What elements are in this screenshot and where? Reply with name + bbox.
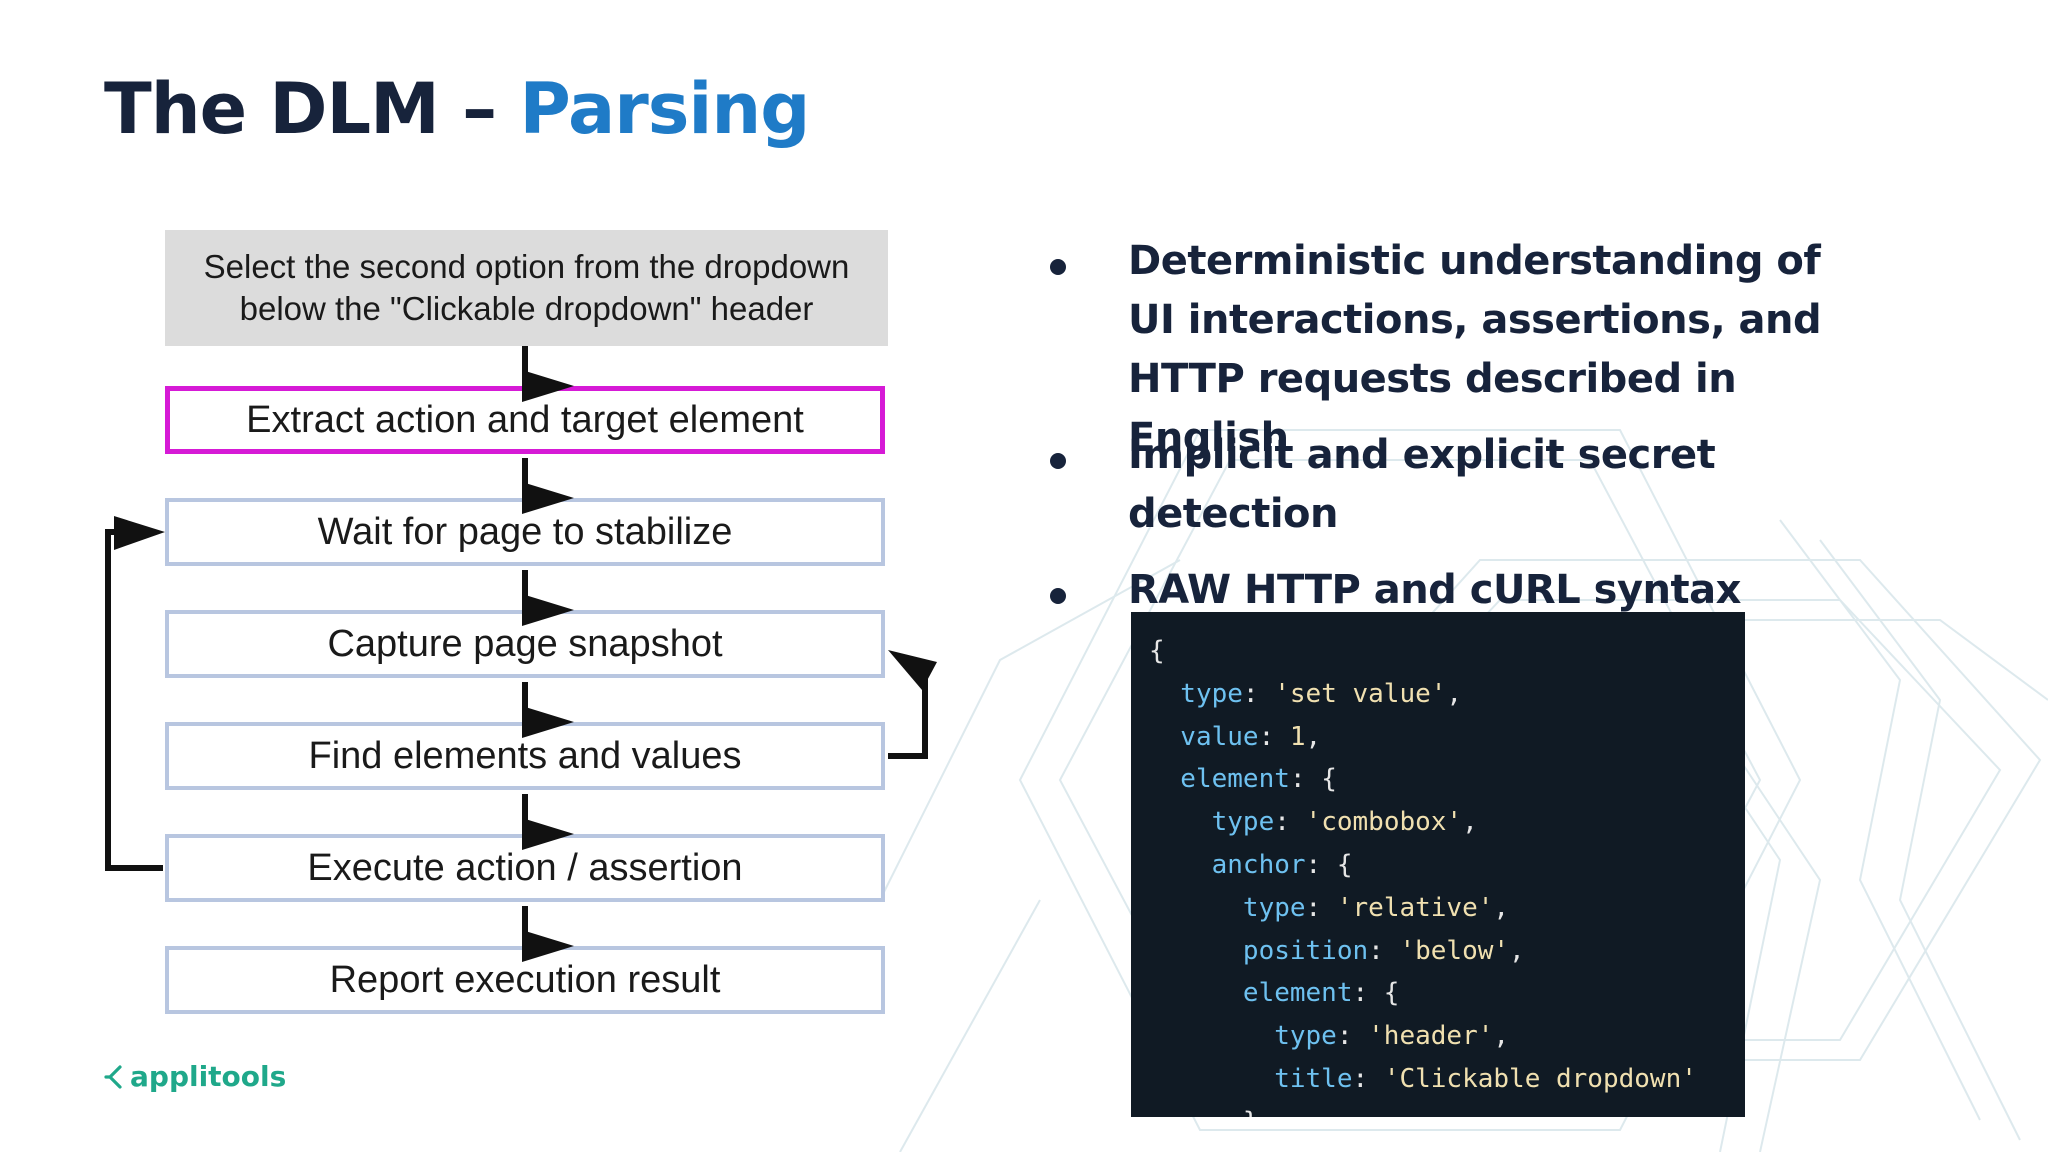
code-token-key: position <box>1149 935 1369 966</box>
code-line: { <box>1149 630 1745 673</box>
code-token-punc: , <box>1462 807 1478 838</box>
code-token-str: 'combobox' <box>1305 807 1463 838</box>
code-line: anchor: { <box>1149 844 1745 887</box>
code-token-punc: : <box>1274 807 1306 838</box>
code-token-punc: { <box>1149 636 1165 666</box>
code-token-str: 'set value' <box>1274 678 1447 709</box>
bullet-dot-icon <box>1050 588 1066 604</box>
code-token-punc: , <box>1493 892 1510 923</box>
code-token-key: element <box>1149 978 1353 1009</box>
flow-step-extract-action: Extract action and target element <box>165 386 885 454</box>
code-token-str: 'Clickable dropdown' <box>1383 1063 1697 1094</box>
code-token-punc: : <box>1352 1063 1384 1094</box>
flow-step-wait-stabilize: Wait for page to stabilize <box>165 498 885 566</box>
code-line: value: 1, <box>1149 716 1745 759</box>
flow-step-execute-action: Execute action / assertion <box>165 834 885 902</box>
code-token-key: type <box>1149 892 1306 923</box>
slide-title: The DLM – Parsing <box>104 68 811 150</box>
code-token-punc: : <box>1242 678 1275 709</box>
bullet-text: RAW HTTP and cURL syntax <box>1128 567 1741 613</box>
code-token-punc: : <box>1368 935 1400 966</box>
code-line: type: 'set value', <box>1149 673 1745 716</box>
code-token-punc: , <box>1493 1021 1510 1052</box>
instruction-line-2: below the "Clickable dropdown" header <box>239 290 814 327</box>
code-token-key: type <box>1149 678 1243 709</box>
flow-step-label: Capture page snapshot <box>327 622 723 665</box>
instruction-box: Select the second option from the dropdo… <box>165 230 888 346</box>
flow-step-report-result: Report execution result <box>165 946 885 1014</box>
code-token-punc: , <box>1446 678 1463 709</box>
code-line: element: { <box>1149 758 1745 801</box>
flow-step-capture-snapshot: Capture page snapshot <box>165 610 885 678</box>
flow-step-label: Execute action / assertion <box>307 846 743 889</box>
code-line: element: { <box>1149 972 1745 1015</box>
code-token-key: title <box>1149 1063 1353 1094</box>
code-token-punc: : <box>1258 721 1290 752</box>
instruction-line-1: Select the second option from the dropdo… <box>203 248 850 285</box>
code-token-key: value <box>1149 721 1259 752</box>
code-token-punc: : { <box>1305 849 1353 880</box>
code-line: type: 'combobox', <box>1149 801 1745 844</box>
slide-title-accent: Parsing <box>519 68 811 150</box>
code-token-punc: } <box>1149 1107 1259 1117</box>
code-token-punc: : { <box>1352 978 1400 1009</box>
code-token-key: type <box>1149 807 1275 838</box>
flow-step-label: Extract action and target element <box>246 398 804 441</box>
flow-step-find-elements: Find elements and values <box>165 722 885 790</box>
code-token-punc: : <box>1336 1021 1369 1052</box>
code-token-str: 'header' <box>1368 1021 1494 1052</box>
code-sample-panel: { type: 'set value', value: 1, element: … <box>1131 612 1745 1117</box>
code-token-punc: : <box>1305 892 1337 923</box>
bullet-text: Deterministic understanding of UI intera… <box>1128 238 1822 461</box>
code-line: title: 'Clickable dropdown' <box>1149 1058 1745 1101</box>
code-token-key: type <box>1149 1021 1337 1052</box>
bullet-text: Implicit and explicit secret detection <box>1128 432 1716 537</box>
brand-logo-text: applitools <box>130 1060 287 1093</box>
code-line: type: 'header', <box>1149 1015 1745 1058</box>
flow-step-label: Find elements and values <box>308 734 742 777</box>
flow-step-label: Wait for page to stabilize <box>317 510 733 553</box>
applitools-mark-icon <box>104 1064 122 1089</box>
code-token-key: anchor <box>1149 849 1306 880</box>
code-line: type: 'relative', <box>1149 887 1745 930</box>
code-token-punc: : { <box>1289 764 1337 795</box>
code-line: position: 'below', <box>1149 930 1745 973</box>
bullet-dot-icon <box>1050 259 1066 275</box>
code-token-num: 1 <box>1289 721 1306 752</box>
code-line: } <box>1149 1101 1745 1117</box>
code-token-punc: , <box>1509 935 1525 966</box>
flow-step-label: Report execution result <box>329 958 721 1001</box>
code-token-str: 'below' <box>1399 935 1510 966</box>
brand-logo: applitools <box>104 1060 286 1093</box>
bullet-dot-icon <box>1050 453 1066 469</box>
code-token-key: element <box>1149 764 1290 795</box>
slide-title-prefix: The DLM – <box>104 68 520 150</box>
code-token-punc: , <box>1305 721 1322 752</box>
code-token-str: 'relative' <box>1336 892 1494 923</box>
